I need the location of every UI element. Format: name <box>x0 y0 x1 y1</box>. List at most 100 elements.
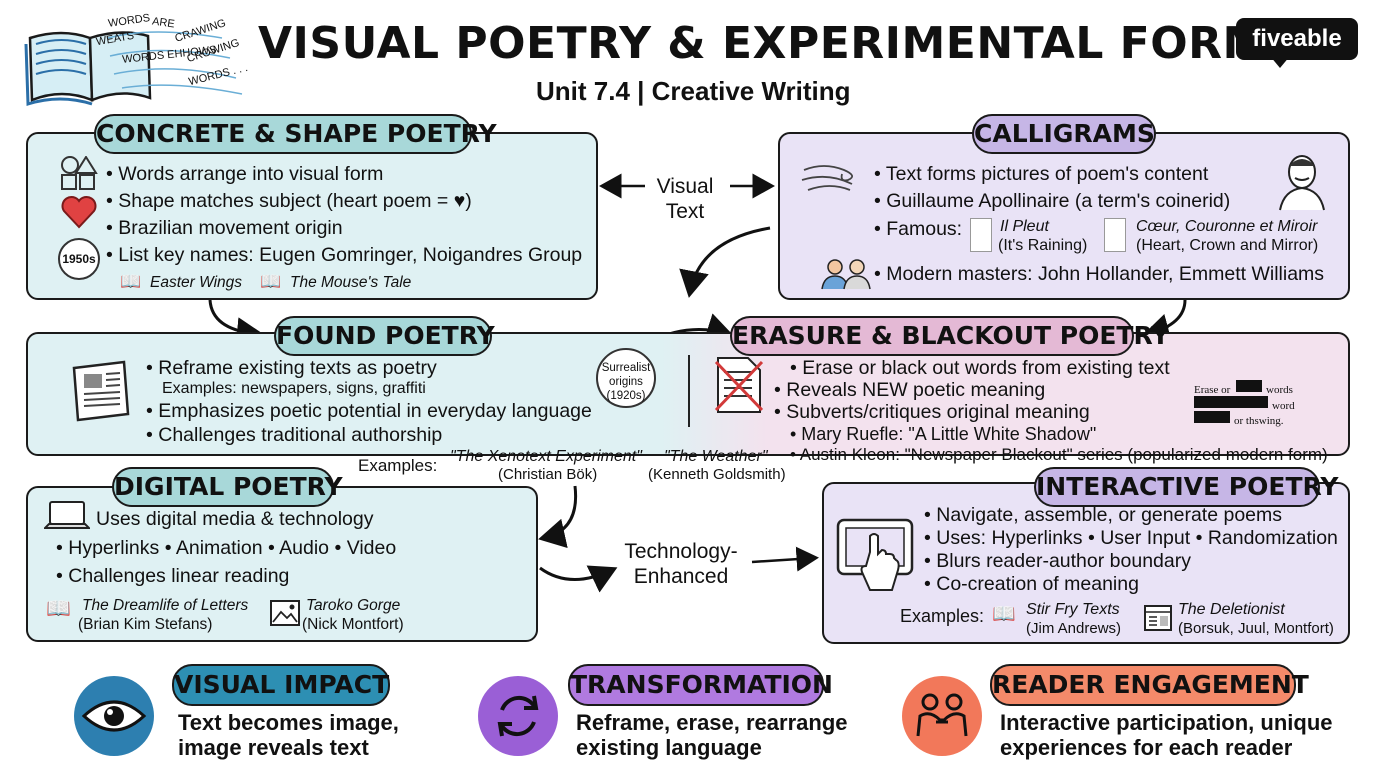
erasure-bullet-3: • Subverts/critiques original meaning <box>774 401 1090 423</box>
blackout-sample-4: or thswing. <box>1234 415 1284 427</box>
interactive-poetry-title: INTERACTIVE POETRY <box>1034 467 1338 507</box>
concrete-poetry-box <box>26 132 598 300</box>
calligrams-work-2-sub: (Heart, Crown and Mirror) <box>1136 237 1319 254</box>
surrealist-badge <box>596 348 656 408</box>
cycle-arrows-icon <box>478 676 558 756</box>
interactive-examples-label: Examples: <box>900 606 985 626</box>
book-icon: 📖 <box>260 272 282 291</box>
tech-enhanced-label-2: Enhanced <box>633 565 729 588</box>
blackout-bar <box>1194 396 1268 408</box>
found-examples-line: Examples: newspapers, signs, graffiti <box>162 380 426 397</box>
shapes-icon <box>60 155 100 195</box>
concrete-bullet-4: • List key names: Eugen Gomringer, Noiga… <box>106 244 583 266</box>
calligrams-masters: • Modern masters: John Hollander, Emmett… <box>874 263 1325 285</box>
poem-image-icon <box>1104 218 1126 252</box>
book-icon: 📖 <box>46 598 71 620</box>
found-example-1-author: (Christian Bök) <box>498 466 598 483</box>
interactive-bullet-2: • Uses: Hyperlinks • User Input • Random… <box>924 527 1338 549</box>
book-icon: 📖 <box>120 272 142 291</box>
digital-line-2: • Hyperlinks • Animation • Audio • Video <box>56 537 397 559</box>
concrete-bullet-2: • Shape matches subject (heart poem = ♥) <box>106 190 472 212</box>
concrete-bullet-3: • Brazilian movement origin <box>106 217 343 239</box>
concrete-work-1: Easter Wings <box>150 274 243 291</box>
found-bullet-3: • Challenges traditional authorship <box>146 424 443 446</box>
eye-icon <box>74 676 154 756</box>
apollinaire-portrait-icon <box>1270 148 1334 217</box>
digital-work-2-title: Taroko Gorge <box>306 597 401 614</box>
open-book-icon <box>22 8 248 108</box>
interactive-bullet-1: • Navigate, assemble, or generate poems <box>924 504 1283 526</box>
poem-image-icon <box>970 218 992 252</box>
year-badge: 1950s <box>62 252 96 266</box>
digital-work-2-author: (Nick Montfort) <box>302 616 404 633</box>
calligrams-famous-label: • Famous: <box>874 218 963 240</box>
blackout-sample-1: Erase or <box>1194 384 1231 396</box>
blackout-bar <box>1194 411 1230 423</box>
calligrams-work-2-title: Cœur, Couronne et Miroir <box>1136 218 1318 235</box>
concrete-bullet-1: • Words arrange into visual form <box>106 163 384 185</box>
people-icon <box>820 256 872 295</box>
transformation-line-2: existing language <box>576 735 762 760</box>
newspaper-icon <box>66 358 134 427</box>
blackout-bar <box>1236 380 1262 392</box>
digital-line-1: Uses digital media & technology <box>96 508 374 530</box>
reader-engagement-line-1: Interactive participation, unique <box>1000 710 1333 735</box>
interactive-bullet-3: • Blurs reader-author boundary <box>924 550 1191 572</box>
blackout-sample-3: word <box>1272 400 1295 412</box>
webpage-icon <box>1144 605 1172 636</box>
concrete-work-2: The Mouse's Tale <box>290 274 412 291</box>
surrealist-badge-line-1: Surrealist <box>601 362 651 374</box>
divider <box>688 355 690 427</box>
found-poetry-title: FOUND POETRY <box>274 316 495 356</box>
erasure-bullet-1: • Erase or black out words from existing… <box>790 357 1170 379</box>
transformation-line-1: Reframe, erase, rearrange <box>576 710 848 735</box>
erasure-bullet-2: • Reveals NEW poetic meaning <box>774 379 1046 401</box>
erasure-bullet-5: • Austin Kleon: "Newspaper Blackout" ser… <box>790 445 1328 464</box>
visual-impact-title: VISUAL IMPACT <box>172 664 390 706</box>
calligrams-bullet-1: • Text forms pictures of poem's content <box>874 163 1209 185</box>
found-examples-label: Examples: <box>358 456 438 475</box>
interactive-bullet-4: • Co-creation of meaning <box>924 573 1139 595</box>
tech-enhanced-label-1: Technology- <box>624 540 738 563</box>
surrealist-badge-line-2: origins <box>609 376 643 388</box>
visual-impact-line-1: Text becomes image, <box>178 710 399 735</box>
found-example-1-title: "The Xenotext Experiment" <box>450 448 642 465</box>
calligrams-work-1-title: Il Pleut <box>1000 218 1049 235</box>
laptop-icon <box>42 500 92 537</box>
found-bullet-2: • Emphasizes poetic potential in everyda… <box>146 400 592 422</box>
crossed-document-icon <box>712 356 768 419</box>
calligrams-work-1-sub: (It's Raining) <box>998 237 1088 254</box>
blackout-sample-2: words <box>1266 384 1293 396</box>
page-subtitle: Unit 7.4 | Creative Writing <box>536 76 851 106</box>
digital-work-1-title: The Dreamlife of Letters <box>82 597 249 614</box>
visual-text-label-1: Visual <box>656 175 714 198</box>
book-icon: 📖 <box>992 604 1016 625</box>
year-badge-icon <box>58 238 100 280</box>
interactive-example-2-author: (Borsuk, Juul, Montfort) <box>1178 620 1334 637</box>
touch-tablet-icon <box>834 512 920 601</box>
found-example-2-title: "The Weather" <box>664 448 768 465</box>
fiveable-logo: fiveable <box>1236 18 1358 60</box>
page-title: VISUAL POETRY & EXPERIMENTAL FORMS <box>258 18 1299 69</box>
interactive-example-1-author: (Jim Andrews) <box>1026 620 1122 637</box>
calligrams-title: CALLIGRAMS <box>972 114 1156 154</box>
image-icon <box>270 600 300 631</box>
interactive-example-2-title: The Deletionist <box>1178 601 1285 618</box>
found-example-2-author: (Kenneth Goldsmith) <box>648 466 786 483</box>
surrealist-badge-line-3: (1920s) <box>606 390 646 402</box>
interactive-example-1-title: Stir Fry Texts <box>1026 601 1120 618</box>
reader-engagement-title: READER ENGAGEMENT <box>990 664 1309 706</box>
concrete-poetry-title: CONCRETE & SHAPE POETRY <box>94 114 497 154</box>
swirl-icon <box>800 160 866 201</box>
erasure-poetry-title: ERASURE & BLACKOUT POETRY <box>730 316 1169 356</box>
visual-text-label-2: Text <box>665 200 705 223</box>
people-handshake-icon <box>902 676 982 756</box>
visual-impact-line-2: image reveals text <box>178 735 369 760</box>
digital-line-3: • Challenges linear reading <box>56 565 290 587</box>
digital-work-1-author: (Brian Kim Stefans) <box>78 616 213 633</box>
logo-tail <box>1270 56 1290 68</box>
transformation-title: TRANSFORMATION <box>568 664 833 706</box>
found-bullet-1: • Reframe existing texts as poetry <box>146 357 437 379</box>
calligrams-bullet-2: • Guillaume Apollinaire (a term's coiner… <box>874 190 1231 212</box>
erasure-bullet-4: • Mary Ruefle: "A Little White Shadow" <box>790 424 1097 444</box>
